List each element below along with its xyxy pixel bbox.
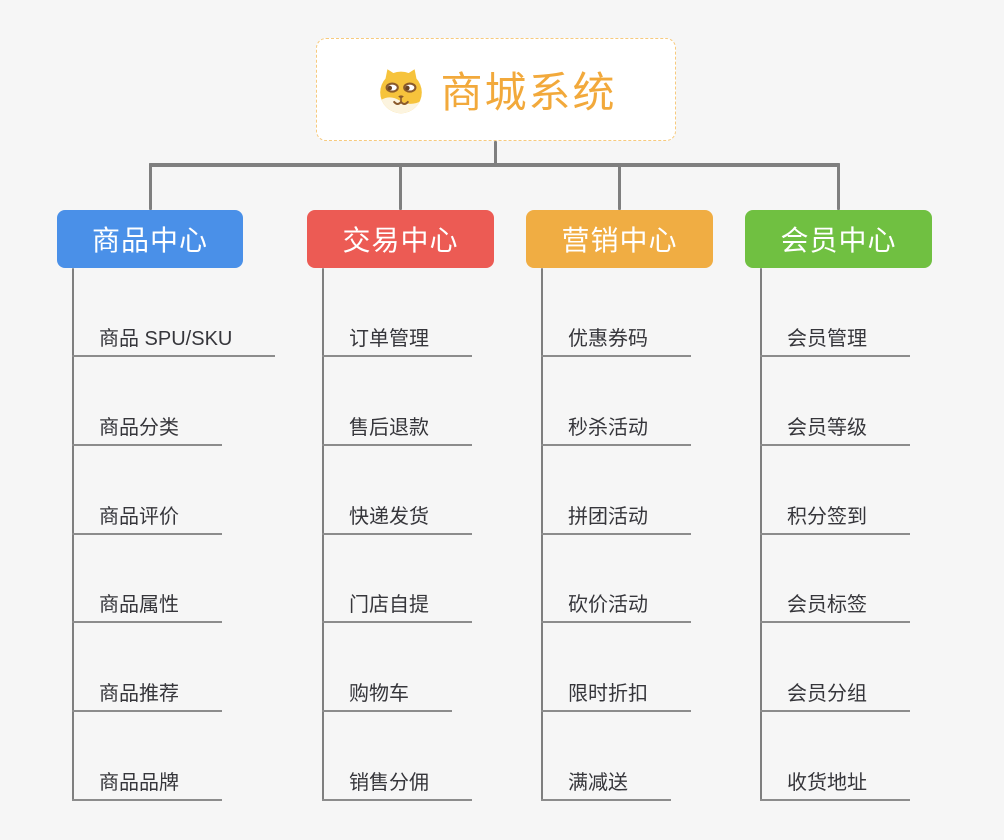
child-label: 商品属性 xyxy=(99,594,179,617)
child-label: 积分签到 xyxy=(787,505,867,528)
child-item[interactable]: 商品评价 xyxy=(72,501,222,535)
child-label: 收货地址 xyxy=(787,772,867,794)
child-label: 快递发货 xyxy=(349,505,429,528)
child-item[interactable]: 订单管理 xyxy=(322,323,472,357)
child-label: 售后退款 xyxy=(349,416,429,439)
child-label: 订单管理 xyxy=(349,328,429,350)
child-item[interactable]: 商品分类 xyxy=(72,412,222,446)
child-label: 商品 SPU/SKU xyxy=(99,328,233,350)
child-label: 砍价活动 xyxy=(568,594,648,617)
child-item[interactable]: 秒杀活动 xyxy=(541,412,691,446)
child-item[interactable]: 积分签到 xyxy=(760,501,910,535)
child-item[interactable]: 商品推荐 xyxy=(72,678,222,713)
connector-drop xyxy=(837,163,840,210)
child-item[interactable]: 商品属性 xyxy=(72,589,222,624)
child-item[interactable]: 商品品牌 xyxy=(72,767,222,801)
child-item[interactable]: 限时折扣 xyxy=(541,678,691,713)
child-label: 购物车 xyxy=(349,683,409,706)
child-item[interactable]: 门店自提 xyxy=(322,589,472,624)
child-label: 拼团活动 xyxy=(568,505,648,528)
branch-label: 商品中心 xyxy=(91,225,208,256)
connector-root-stem xyxy=(493,141,497,167)
connector-drop xyxy=(148,163,152,210)
child-label: 商品分类 xyxy=(99,416,179,439)
child-label: 商品推荐 xyxy=(99,683,179,706)
branch-label: 会员中心 xyxy=(780,225,897,256)
root-title: 商城系统 xyxy=(440,69,617,116)
child-item[interactable]: 优惠券码 xyxy=(541,323,691,357)
branch-node-1[interactable]: 商品中心 xyxy=(57,210,243,268)
child-item[interactable]: 会员等级 xyxy=(760,412,910,446)
branch-node-2[interactable]: 交易中心 xyxy=(307,210,494,268)
child-label: 销售分佣 xyxy=(349,772,429,794)
child-label: 满减送 xyxy=(568,772,628,794)
branch-label: 交易中心 xyxy=(342,225,459,256)
connector-drop xyxy=(618,163,621,210)
child-item[interactable]: 收货地址 xyxy=(760,767,910,801)
connector-drop xyxy=(399,163,402,210)
child-item[interactable]: 拼团活动 xyxy=(541,501,691,535)
child-label: 会员分组 xyxy=(787,683,867,706)
branch-node-3[interactable]: 营销中心 xyxy=(526,210,713,268)
child-label: 商品评价 xyxy=(99,505,179,528)
child-item[interactable]: 商品 SPU/SKU xyxy=(72,323,276,357)
child-item[interactable]: 满减送 xyxy=(541,767,671,801)
dog-face-icon xyxy=(375,66,427,114)
child-label: 会员标签 xyxy=(787,594,867,617)
child-label: 门店自提 xyxy=(349,594,429,617)
child-label: 秒杀活动 xyxy=(568,416,648,439)
root-node[interactable]: 商城系统 xyxy=(316,38,676,141)
child-item[interactable]: 售后退款 xyxy=(322,412,472,446)
child-label: 会员等级 xyxy=(787,416,867,439)
child-label: 限时折扣 xyxy=(568,683,648,706)
child-item[interactable]: 购物车 xyxy=(322,678,452,713)
child-item[interactable]: 快递发货 xyxy=(322,501,472,535)
child-label: 商品品牌 xyxy=(99,772,179,794)
child-label: 会员管理 xyxy=(787,328,867,350)
connector-bus xyxy=(148,163,840,167)
child-label: 优惠券码 xyxy=(568,328,648,350)
child-item[interactable]: 砍价活动 xyxy=(541,589,691,624)
child-item[interactable]: 会员标签 xyxy=(760,589,910,624)
child-item[interactable]: 销售分佣 xyxy=(322,767,472,801)
child-item[interactable]: 会员管理 xyxy=(760,323,910,357)
branch-label: 营销中心 xyxy=(561,225,678,256)
child-item[interactable]: 会员分组 xyxy=(760,678,910,713)
branch-node-4[interactable]: 会员中心 xyxy=(745,210,932,268)
